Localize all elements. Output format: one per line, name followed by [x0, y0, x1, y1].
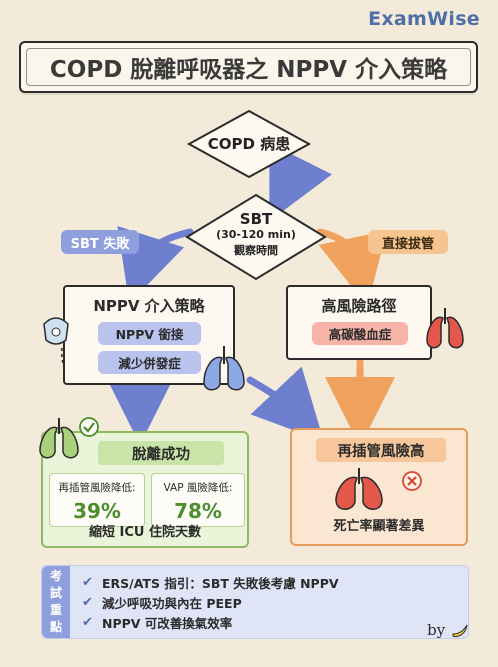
branch-right-tag: 直接拔管 — [368, 230, 448, 254]
sbt-label: SBT — [239, 210, 273, 228]
banana-icon — [452, 624, 468, 637]
risk-item-hypercapnia: 高碳酸血症 — [312, 322, 408, 345]
stat-vap-label: VAP 風險降低: — [163, 482, 233, 494]
start-node: COPD 病患 — [207, 135, 291, 153]
check-circle-icon — [79, 417, 99, 437]
exam-points-label: 考 試 重 點 — [42, 566, 70, 638]
success-footer: 縮短 ICU 住院天數 — [89, 525, 201, 540]
exam-point-text: 減少呼吸功與內在 PEEP — [102, 595, 242, 611]
risk-panel: 高風險路徑 高碳酸血症 — [286, 285, 432, 360]
check-icon: ✔ — [82, 614, 93, 630]
exam-point-text: NPPV 可改善換氣效率 — [102, 615, 233, 631]
check-icon: ✔ — [82, 594, 93, 610]
sbt-node: SBT (30-120 min) 觀察時間 — [183, 211, 329, 259]
nppv-panel: NPPV 介入策略 NPPV 銜接 減少併發症 — [63, 285, 235, 385]
danger-footer: 死亡率顯著差異 — [333, 519, 425, 534]
sbt-duration: (30-120 min) — [216, 228, 296, 241]
cross-circle-icon — [402, 471, 422, 491]
brand-logo: ExamWise — [368, 8, 480, 30]
exam-point: ✔ 減少呼吸功與內在 PEEP — [82, 592, 460, 612]
exam-label-char-3: 重 — [49, 603, 62, 617]
arrow-nppv-to-danger — [246, 366, 324, 442]
branch-left-tag: SBT 失敗 — [61, 230, 139, 254]
danger-box: 再插管風險高 死亡率顯著差異 — [290, 428, 468, 546]
exam-point: ✔ NPPV 可改善換氣效率 — [82, 612, 460, 632]
stat-reintubation-label: 再插管風險降低: — [58, 482, 136, 494]
lungs-blue-icon — [203, 346, 245, 391]
lungs-green-icon — [39, 418, 79, 459]
exam-points-list: ✔ ERS/ATS 指引：SBT 失敗後考慮 NPPV ✔ 減少呼吸功與內在 P… — [82, 572, 460, 632]
exam-point-text: ERS/ATS 指引：SBT 失敗後考慮 NPPV — [102, 575, 339, 591]
exam-point: ✔ ERS/ATS 指引：SBT 失敗後考慮 NPPV — [82, 572, 460, 592]
stat-reintubation-value: 39% — [73, 499, 121, 523]
page-title: COPD 脫離呼吸器之 NPPV 介入策略 — [19, 41, 478, 93]
nppv-item-complications: 減少併發症 — [98, 351, 201, 374]
risk-panel-title: 高風險路徑 — [321, 297, 397, 315]
exam-label-char-1: 考 — [49, 569, 62, 583]
stat-vap-value: 78% — [174, 499, 222, 523]
signature: by — [427, 621, 470, 640]
nppv-panel-title: NPPV 介入策略 — [93, 297, 205, 315]
stat-reintubation: 再插管風險降低: 39% — [49, 473, 145, 527]
danger-title: 再插管風險高 — [316, 438, 446, 462]
exam-points-box: 考 試 重 點 ✔ ERS/ATS 指引：SBT 失敗後考慮 NPPV ✔ 減少… — [41, 565, 469, 639]
mask-icon — [43, 317, 69, 345]
lungs-red-icon — [426, 308, 464, 349]
lungs-damaged-icon — [335, 468, 383, 510]
arrow-sbt-to-risk — [316, 228, 388, 307]
exam-label-char-4: 點 — [49, 620, 62, 634]
check-icon: ✔ — [82, 574, 93, 590]
start-node-shape — [186, 109, 312, 179]
page-title-text: COPD 脫離呼吸器之 NPPV 介入策略 — [49, 57, 448, 83]
exam-label-char-2: 試 — [49, 586, 62, 600]
signature-text: by — [427, 621, 446, 639]
sbt-node-shape — [185, 193, 327, 281]
arrow-sbt-to-nppv — [117, 225, 194, 304]
nppv-item-bridge: NPPV 銜接 — [98, 322, 201, 345]
sbt-note: 觀察時間 — [234, 244, 278, 257]
stat-vap: VAP 風險降低: 78% — [151, 473, 245, 527]
success-title: 脫離成功 — [98, 441, 224, 465]
